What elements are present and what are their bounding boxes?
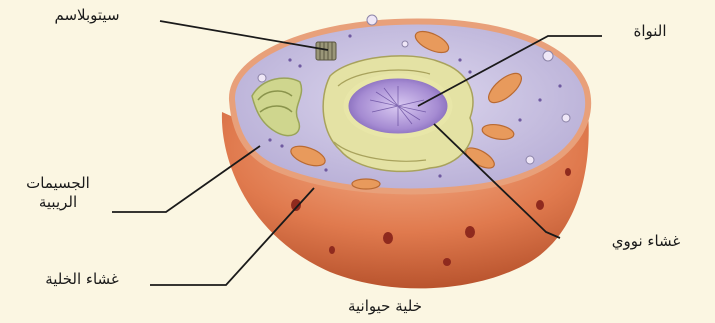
diagram-caption: خلية حيوانية — [300, 297, 470, 316]
label-ribosomes-line2: الريبية — [4, 193, 112, 212]
label-ribosomes-line1: الجسيمات — [4, 174, 112, 193]
label-cytoplasm: سيتوبلاسم — [16, 6, 158, 25]
centriole — [316, 42, 336, 60]
label-nucleus: النواة — [608, 22, 692, 41]
label-cell-membrane: غشاء الخلية — [16, 270, 148, 289]
label-nuclear-membrane: غشاء نووي — [590, 232, 702, 251]
label-ribosomes: الجسيمات الريبية — [4, 174, 112, 212]
